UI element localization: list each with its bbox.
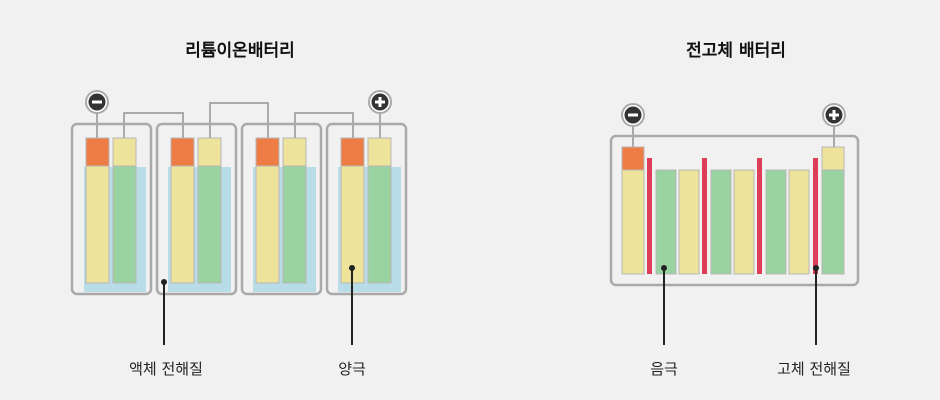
liquid-electrolyte-label: 액체 전해질 <box>129 360 203 378</box>
cathode-label: 양극 <box>338 360 366 378</box>
anode-plate <box>112 165 137 284</box>
plus-circle-icon <box>822 103 846 127</box>
cathode-tab <box>821 146 845 171</box>
anode-tab <box>85 137 110 167</box>
anode-plate <box>367 165 392 284</box>
anode-plate <box>678 169 700 275</box>
solid-electrolyte-layer <box>757 158 762 274</box>
solid-electrolyte-pointer <box>813 265 819 345</box>
cell-case <box>240 122 323 296</box>
cell-wiring <box>96 102 381 140</box>
lithium-ion-title: 리튬이온배터리 <box>185 41 295 61</box>
anode-label: 음극 <box>650 360 678 378</box>
cathode-plate <box>85 165 110 284</box>
liion-cell-3 <box>240 122 323 296</box>
liion-cell-1 <box>70 122 153 296</box>
anode-tab <box>170 137 195 167</box>
anode-pointer <box>661 265 667 345</box>
liquid-electrolyte-pointer <box>161 279 167 345</box>
electrode-tab <box>197 137 222 167</box>
cathode-plate <box>821 169 845 275</box>
solid-state-title: 전고체 배터리 <box>686 41 786 61</box>
anode-plate <box>282 165 307 284</box>
liion-cell-2 <box>155 122 238 296</box>
liion-cell-4 <box>325 122 408 296</box>
cathode-pointer <box>349 265 355 345</box>
lithium-ion-battery <box>70 90 408 345</box>
cell-case <box>70 122 153 296</box>
plus-circle-icon <box>368 90 392 114</box>
cell-case <box>155 122 238 296</box>
solid-electrolyte-label: 고체 전해질 <box>777 360 851 378</box>
anode-plate <box>197 165 222 284</box>
minus-circle-icon <box>621 103 645 127</box>
anode-tab <box>340 137 365 167</box>
electrode-tab <box>282 137 307 167</box>
cathode-plate <box>170 165 195 284</box>
cell-case <box>609 134 860 287</box>
solid-state-battery <box>609 103 860 345</box>
cathode-plate <box>710 169 732 275</box>
anode-tab <box>255 137 280 167</box>
electrode-tab <box>112 137 137 167</box>
cathode-plate <box>255 165 280 284</box>
anode-plate <box>733 169 755 275</box>
cathode-plate <box>655 169 677 275</box>
anode-plate <box>621 169 645 275</box>
solid-electrolyte-layer <box>813 158 818 274</box>
cell-case <box>325 122 408 296</box>
minus-circle-icon <box>85 90 109 114</box>
solid-electrolyte-layer <box>702 158 707 274</box>
cathode-plate <box>765 169 787 275</box>
anode-plate <box>788 169 810 275</box>
electrode-tab <box>367 137 392 167</box>
solid-electrolyte-layer <box>647 158 652 274</box>
anode-tab <box>621 146 645 171</box>
